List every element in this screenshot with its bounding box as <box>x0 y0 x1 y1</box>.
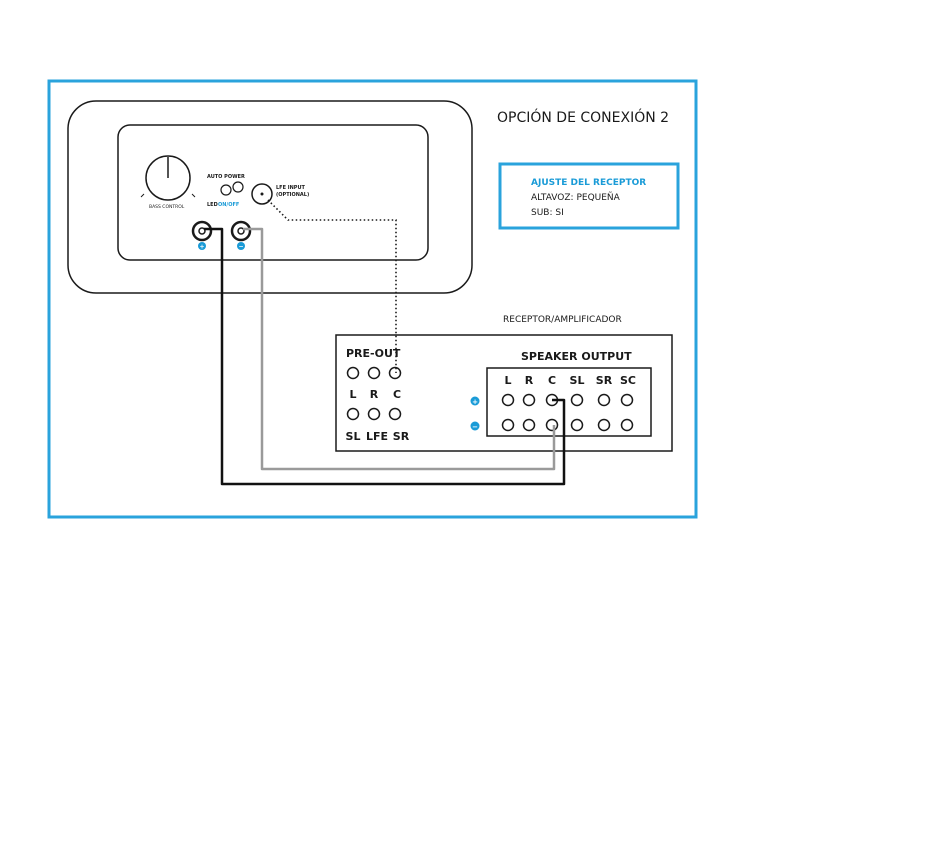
led-state-label: ON/OFF <box>218 202 239 208</box>
preout-bottom-label-sr: SR <box>393 430 410 443</box>
speaker-channel-r: R <box>525 374 534 387</box>
speaker-channel-c: C <box>548 374 556 387</box>
preout-top-label-r: R <box>370 388 379 401</box>
bass-control-knob-icon <box>141 156 195 200</box>
subwoofer-minus-symbol-icon: − <box>237 242 245 251</box>
bass-control-label: BASS CONTROL <box>149 204 185 210</box>
receiver-title: RECEPTOR/AMPLIFICADOR <box>503 315 622 325</box>
speaker-terminal-l-minus-icon <box>503 420 514 431</box>
speaker-terminal-sc-plus-icon <box>622 395 633 406</box>
diagram-title: OPCIÓN DE CONEXIÓN 2 <box>497 108 669 126</box>
speaker-terminal-l-plus-icon <box>503 395 514 406</box>
preout-bottom-label-lfe: LFE <box>366 430 388 443</box>
auto-power-indicator-icon <box>221 185 231 195</box>
preout-jack-lfe-icon <box>369 409 380 420</box>
speaker-terminal-sl-minus-icon <box>572 420 583 431</box>
led-label: LED <box>207 202 218 208</box>
svg-text:+: + <box>199 244 204 251</box>
preout-top-label-c: C <box>393 388 401 401</box>
speaker-terminal-c-minus-icon <box>547 420 558 431</box>
preout-jack-sr-icon <box>390 409 401 420</box>
speaker-plus-row-icon: + <box>471 397 480 407</box>
svg-text:+: + <box>472 398 478 406</box>
subwoofer-panel <box>118 125 428 260</box>
subwoofer-plus-symbol-icon: + <box>198 242 206 251</box>
receiver-setting-heading: AJUSTE DEL RECEPTOR <box>531 178 646 188</box>
svg-text:−: − <box>472 423 478 431</box>
receiver-setting-speaker: ALTAVOZ: PEQUEÑA <box>531 192 621 203</box>
lfe-input-label-line1: LFE INPUT <box>276 185 306 191</box>
speaker-channel-sl: SL <box>570 374 585 387</box>
speaker-channel-sc: SC <box>620 374 636 387</box>
speaker-channel-sr: SR <box>596 374 613 387</box>
preout-bottom-label-sl: SL <box>346 430 361 443</box>
speaker-terminal-r-plus-icon <box>524 395 535 406</box>
speaker-terminal-sr-plus-icon <box>599 395 610 406</box>
auto-power-label: AUTO POWER <box>207 174 245 180</box>
receiver-setting-sub: SUB: SI <box>531 208 564 218</box>
speaker-minus-row-icon: − <box>471 422 480 432</box>
preout-label: PRE-OUT <box>346 347 401 360</box>
subwoofer: BASS CONTROL AUTO POWER LED ON/OFF LFE I… <box>68 101 472 293</box>
subwoofer-minus-terminal-icon <box>232 222 250 240</box>
speaker-output-label: SPEAKER OUTPUT <box>521 350 632 363</box>
speaker-terminal-sr-minus-icon <box>599 420 610 431</box>
led-indicator-icon <box>233 182 243 192</box>
subwoofer-body <box>68 101 472 293</box>
speaker-terminal-sc-minus-icon <box>622 420 633 431</box>
preout-jack-r-icon <box>369 368 380 379</box>
speaker-channel-l: L <box>504 374 511 387</box>
preout-top-label-l: L <box>349 388 356 401</box>
receiver: PRE-OUT L R C SL LFE SR SPEAKER OUTPUT L… <box>336 335 672 451</box>
svg-text:−: − <box>238 244 243 251</box>
receiver-setting-box: AJUSTE DEL RECEPTOR ALTAVOZ: PEQUEÑA SUB… <box>500 164 678 228</box>
speaker-terminal-sl-plus-icon <box>572 395 583 406</box>
speaker-terminal-r-minus-icon <box>524 420 535 431</box>
preout-jack-l-icon <box>348 368 359 379</box>
preout-jack-sl-icon <box>348 409 359 420</box>
lfe-input-label-line2: (OPTIONAL) <box>276 192 309 198</box>
preout-jack-c-icon <box>390 368 401 379</box>
subwoofer-plus-terminal-icon <box>193 222 211 240</box>
